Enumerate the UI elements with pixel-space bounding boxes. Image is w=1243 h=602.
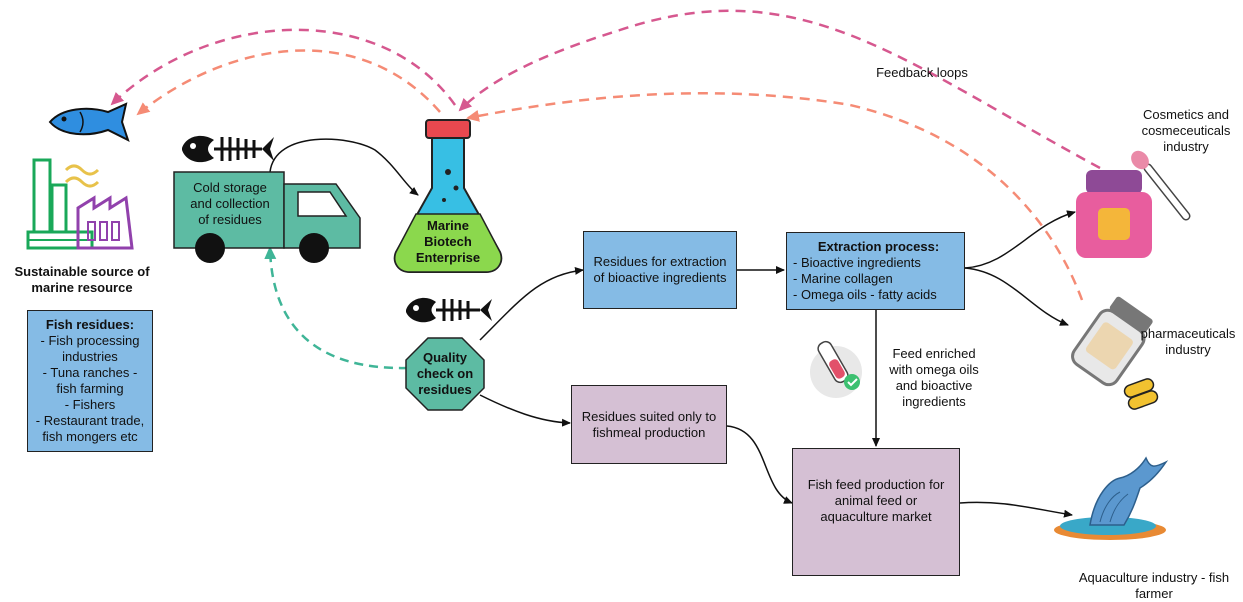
arrow-quality-to-fishmeal	[479, 394, 571, 427]
fishmeal-line: Residues suited only to	[581, 408, 717, 424]
cosmetics-jar-icon	[1076, 170, 1152, 258]
pharma-line: industry	[1165, 342, 1211, 357]
extraction-process-box: Extraction process: - Bioactive ingredie…	[786, 232, 965, 310]
arrow-feed-to-aquaculture	[959, 501, 1073, 518]
aquaculture-line: Aquaculture industry - fish	[1078, 570, 1230, 585]
quality-label-line: residues	[418, 382, 472, 397]
feed-production-box: Fish feed production for animal feed or …	[792, 448, 960, 576]
flask-icon	[393, 119, 503, 273]
factory-icon	[26, 158, 134, 250]
feed-enriched-line: with omega oils	[889, 362, 979, 377]
extraction-process-line: - Bioactive ingredients	[793, 255, 921, 270]
truck-label-line: and collection	[190, 196, 270, 211]
fish-residues-line: - Fishers	[64, 397, 116, 412]
fish-residues-title: Fish residues:	[45, 317, 135, 332]
feedback-loops-label: Feedback loops	[860, 65, 984, 81]
fish-residues-line: industries	[62, 349, 118, 364]
truck-label-line: Cold storage	[193, 180, 267, 195]
feed-enriched-line: ingredients	[902, 394, 966, 409]
fish-skeleton-icon	[406, 297, 492, 323]
extraction-process-line: - Omega oils - fatty acids	[793, 287, 937, 302]
feedback-arrow-cosmetics-to-flask-pink	[458, 9, 1101, 170]
fish-tail-splash-icon	[1054, 456, 1169, 540]
blue-fish-icon	[48, 102, 130, 142]
source-title: Sustainable source of marine resource	[0, 264, 164, 296]
feed-production-line: aquaculture market	[820, 509, 932, 524]
extraction-residues-line: of bioactive ingredients	[593, 270, 727, 285]
quality-label-line: Quality	[422, 350, 468, 365]
quality-label: Quality check on residues	[406, 350, 484, 398]
quality-octagon	[405, 337, 485, 411]
aquaculture-label: Aquaculture industry - fish farmer	[1068, 570, 1240, 602]
fishmeal-line: fishmeal production	[592, 424, 706, 440]
flask-label: Marine Biotech Enterprise	[404, 218, 492, 266]
truck-label: Cold storage and collection of residues	[176, 180, 284, 228]
test-tube-icon	[810, 340, 862, 398]
fish-residues-line: - Tuna ranches -	[42, 365, 138, 380]
extraction-residues-box: Residues for extraction of bioactive ing…	[583, 231, 737, 309]
feedback-arrow-flask-to-fish-salmon	[136, 49, 441, 116]
arrow-process-to-cosmetics	[964, 210, 1076, 269]
extraction-residues-line: Residues for extraction	[593, 254, 727, 269]
truck-icon	[173, 171, 361, 263]
truck-wheel	[299, 233, 329, 263]
feedback-loops-text: Feedback loops	[876, 65, 968, 80]
pharma-label: pharmaceuticals industry	[1136, 326, 1240, 358]
feedback-arrow-flask-to-fish-pink	[110, 28, 457, 106]
fish-residues-line: - Restaurant trade,	[35, 413, 145, 428]
arrow-process-to-pharma	[964, 267, 1069, 326]
extraction-process-line: - Marine collagen	[793, 271, 893, 286]
fish-residues-line: fish farming	[56, 381, 124, 396]
arrow-truck-to-flask	[269, 138, 419, 196]
cosmetics-line: industry	[1163, 139, 1209, 154]
flask-label-line: Biotech	[424, 234, 472, 249]
extraction-process-title: Extraction process:	[817, 239, 940, 254]
feed-enriched-line: and bioactive	[895, 378, 973, 393]
feedback-arrow-pharma-to-flask-salmon	[466, 92, 1084, 301]
arrow-fishmeal-to-feed-production	[726, 425, 793, 504]
source-title-line: marine resource	[31, 280, 133, 295]
truck-label-line: of residues	[198, 212, 262, 227]
feed-production-line: Fish feed production for	[807, 477, 945, 492]
fish-residues-line: fish mongers etc	[42, 429, 138, 444]
truck-wheel	[195, 233, 225, 263]
pharma-line: pharmaceuticals	[1140, 326, 1236, 341]
cosmetics-label: Cosmetics and cosmeceuticals industry	[1124, 107, 1243, 155]
aquaculture-line: farmer	[1135, 586, 1173, 601]
source-title-line: Sustainable source of	[14, 264, 150, 279]
makeup-brush-icon	[1131, 150, 1191, 221]
fishmeal-box: Residues suited only to fishmeal product…	[571, 385, 727, 464]
return-arrow-quality-to-truck	[264, 246, 409, 370]
fish-residues-box: Fish residues: - Fish processing industr…	[27, 310, 153, 452]
pills-icon	[1123, 378, 1159, 410]
fish-residues-line: - Fish processing	[40, 333, 140, 348]
pill-bottle-icon	[1071, 296, 1153, 387]
cosmetics-line: cosmeceuticals	[1141, 123, 1231, 138]
flask-label-line: Marine	[427, 218, 469, 233]
feed-production-line: animal feed or	[834, 493, 918, 508]
quality-label-line: check on	[416, 366, 474, 381]
arrow-quality-to-extraction-residues	[479, 266, 584, 341]
fish-skeleton-icon	[182, 135, 274, 163]
cosmetics-line: Cosmetics and	[1143, 107, 1229, 122]
flask-label-line: Enterprise	[415, 250, 481, 265]
feed-enriched-label: Feed enriched with omega oils and bioact…	[880, 346, 988, 410]
feed-enriched-line: Feed enriched	[892, 346, 976, 361]
